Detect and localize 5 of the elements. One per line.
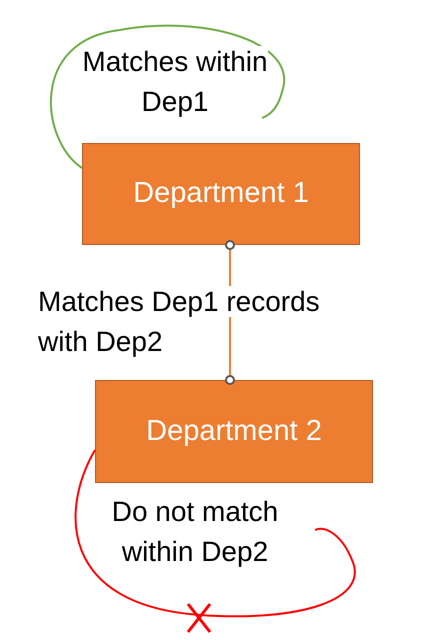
edge-label: Matches Dep1 records with Dep2 <box>38 285 321 359</box>
department-box: Department 2 <box>95 380 373 483</box>
loop-connector <box>50 24 285 169</box>
department-box: Department 1 <box>82 143 360 245</box>
loop-connector <box>74 450 356 618</box>
